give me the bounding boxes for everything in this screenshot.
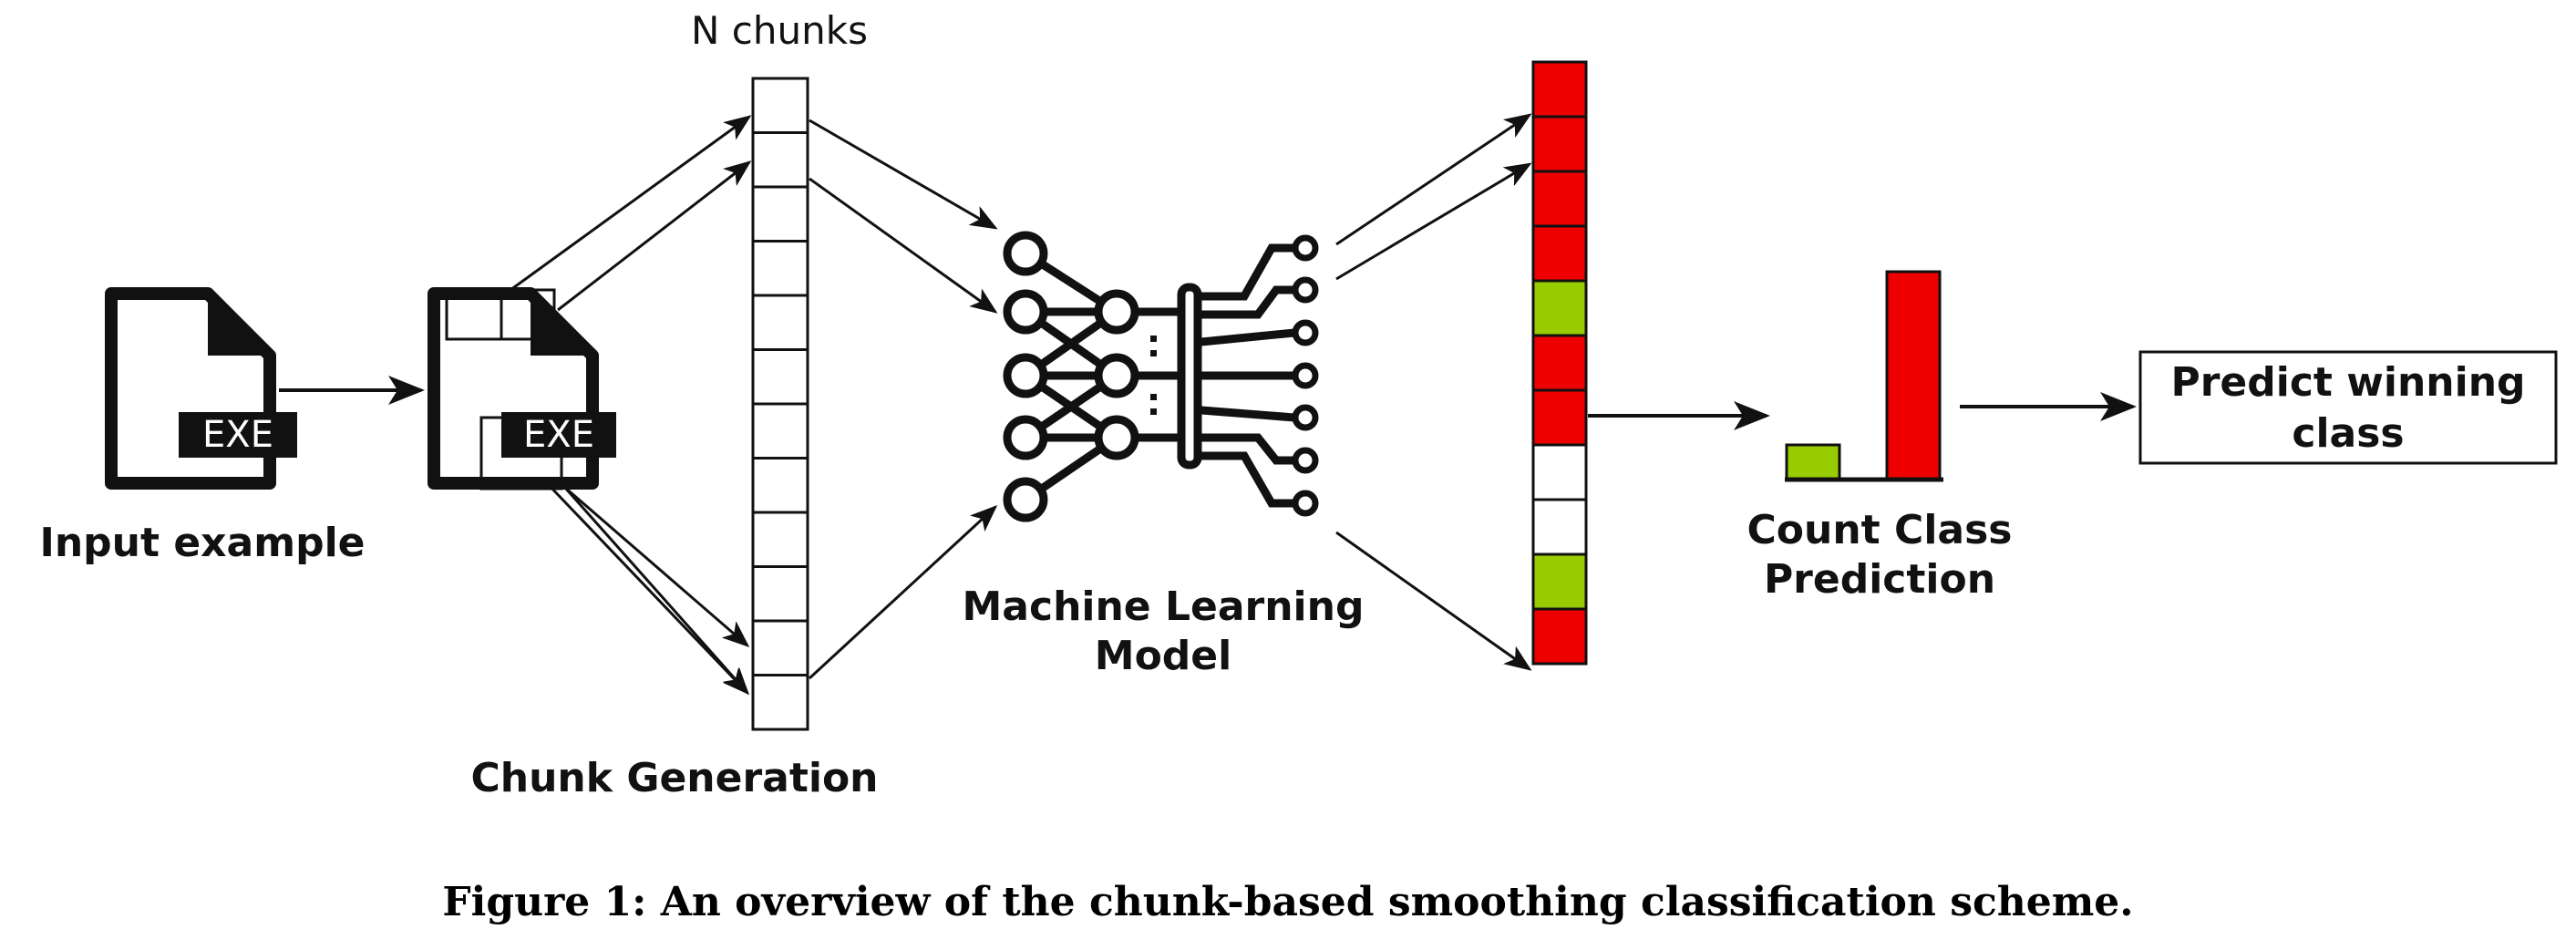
prediction-strip <box>1531 60 1588 666</box>
count-class-label-line1: Count Class <box>1747 507 2013 553</box>
strip-to-model-arrows <box>808 119 998 680</box>
count-bar-red <box>1885 270 1942 481</box>
predict-label-line1: Predict winning <box>2170 359 2525 406</box>
exe-file-chunked-icon: EXE <box>428 287 616 490</box>
chunk-cell <box>751 457 809 514</box>
chunk-cell <box>751 565 809 623</box>
chunk-cell <box>751 77 809 134</box>
prediction-cell-red <box>1531 115 1588 173</box>
exe-file-icon: EXE <box>105 287 297 490</box>
chunk-generation-label: Chunk Generation <box>470 755 878 801</box>
chunk-cell <box>751 619 809 676</box>
chunk-cell <box>751 674 809 731</box>
count-class-bars <box>1785 270 1942 481</box>
prediction-cell-red <box>1531 60 1588 119</box>
ml-model-label-line1: Machine Learning <box>963 583 1365 630</box>
exe-tag-1: EXE <box>202 414 273 456</box>
prediction-cell-red <box>1531 170 1588 228</box>
chunk-cell <box>751 131 809 189</box>
exe-tag-2: EXE <box>523 414 594 456</box>
neural-network-icon <box>1003 231 1319 522</box>
n-chunks-label: N chunks <box>691 8 868 53</box>
count-bar-green <box>1785 443 1841 481</box>
chunk-cell <box>751 511 809 568</box>
ml-model-label-line2: Model <box>1095 633 1231 679</box>
chunk-cell <box>751 185 809 243</box>
prediction-cell-red <box>1531 607 1588 666</box>
chunk-cell <box>751 240 809 297</box>
chunk-cell <box>751 348 809 406</box>
prediction-cell-red <box>1531 334 1588 392</box>
prediction-cell-empty <box>1531 498 1588 556</box>
prediction-cell-green <box>1531 552 1588 611</box>
chunk-strip <box>751 77 809 731</box>
count-class-label-line2: Prediction <box>1764 556 1995 603</box>
prediction-cell-empty <box>1531 443 1588 501</box>
figure-caption: Figure 1: An overview of the chunk-based… <box>442 879 2133 925</box>
chunk-arrows <box>510 115 752 696</box>
chunk-cell <box>751 294 809 351</box>
predict-label-line2: class <box>2292 410 2404 457</box>
predict-winning-class-box <box>2138 350 2558 465</box>
prediction-strip-border <box>1531 60 1588 666</box>
prediction-cell-red <box>1531 388 1588 447</box>
input-example-label: Input example <box>39 520 365 566</box>
prediction-cell-green <box>1531 279 1588 337</box>
model-to-predictions-arrows <box>1335 113 1532 671</box>
prediction-cell-red <box>1531 224 1588 283</box>
chunk-cell <box>751 402 809 460</box>
